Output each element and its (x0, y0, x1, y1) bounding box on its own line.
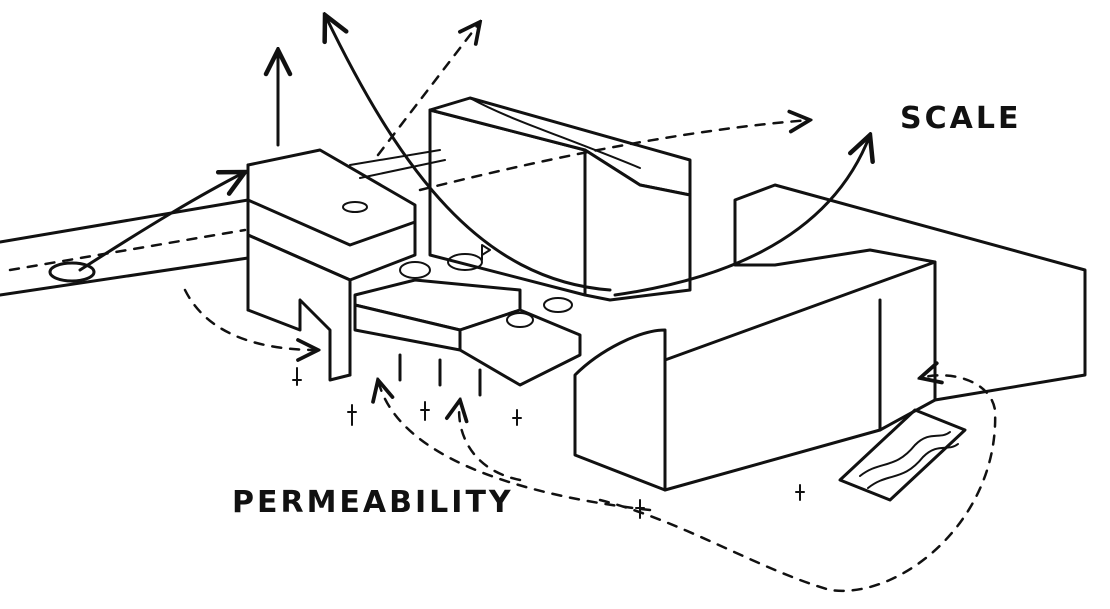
people-figures (292, 367, 805, 519)
label-scale: SCALE (900, 101, 1021, 136)
tree-icon (399, 253, 573, 328)
stepped-tower (246, 148, 446, 382)
pedestrian-paths (183, 288, 997, 593)
terrace-podium (353, 244, 582, 397)
water-feature-icon (838, 408, 967, 502)
back-block (428, 96, 692, 302)
car-icon (48, 261, 96, 283)
label-permeability: PERMEABILITY (232, 485, 514, 520)
view-arrows (78, 15, 870, 297)
right-block (573, 183, 1087, 492)
road (0, 198, 250, 297)
